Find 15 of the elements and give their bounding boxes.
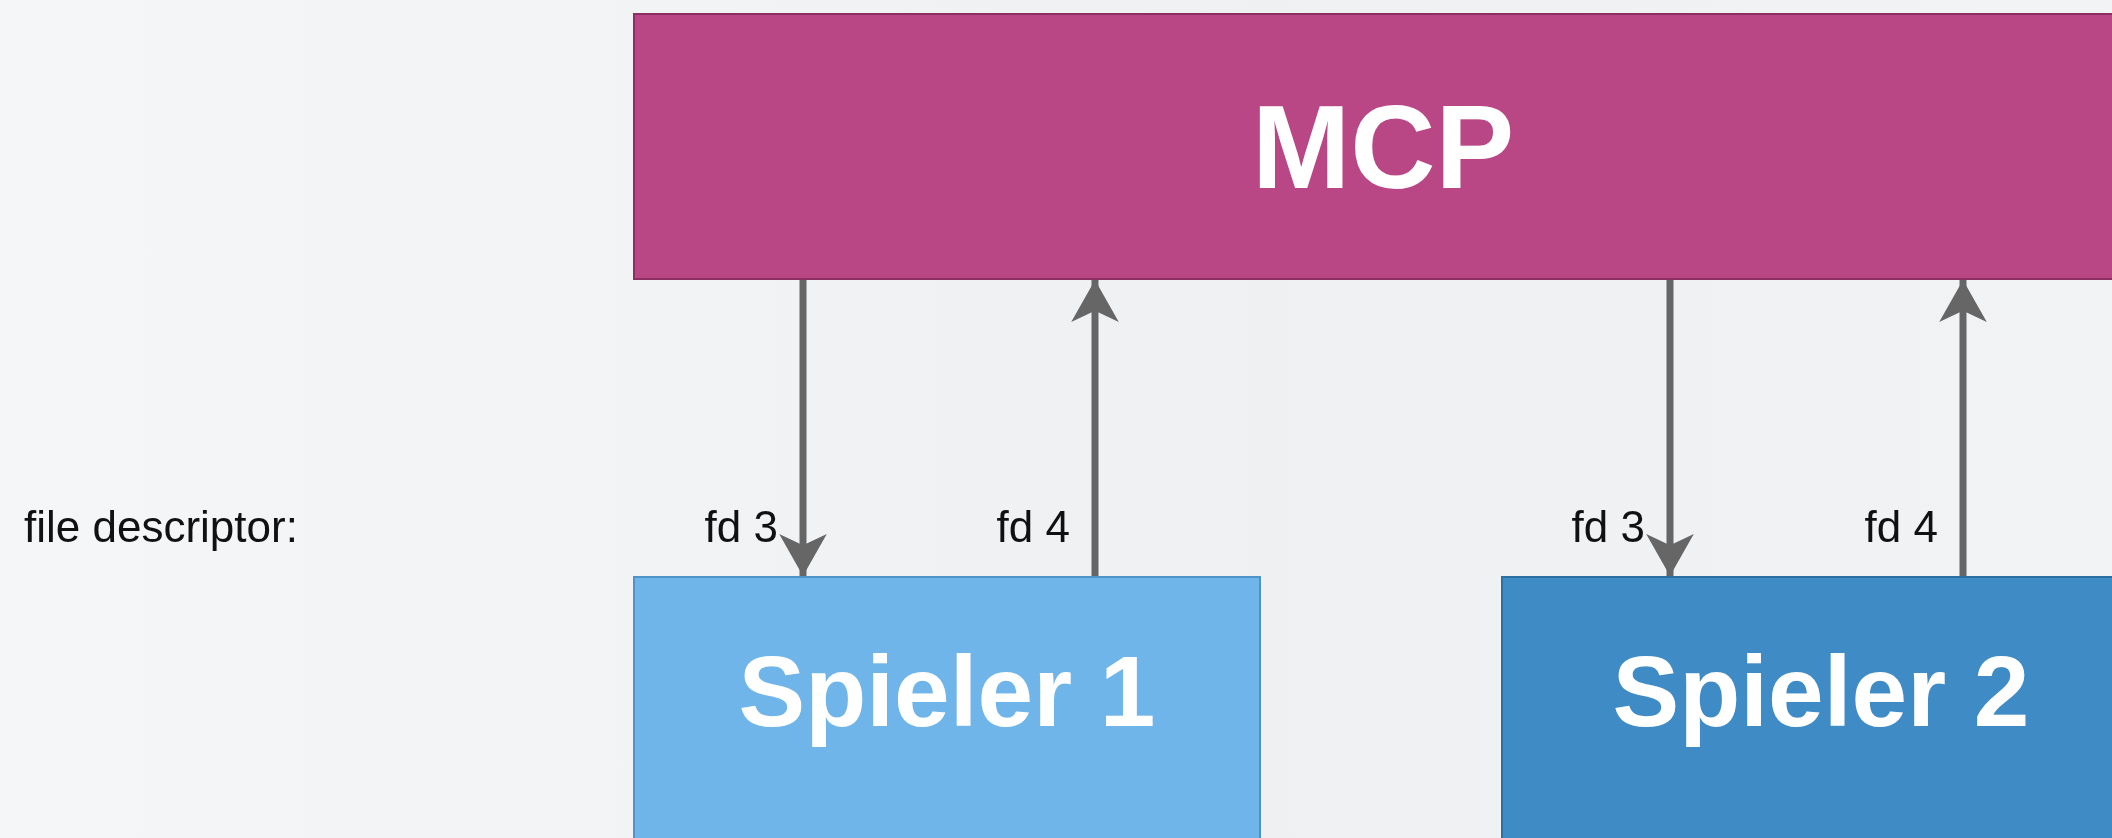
note-label: file descriptor: bbox=[24, 505, 298, 549]
box-title: Spieler 2 bbox=[1612, 633, 2030, 749]
box-title: Spieler 1 bbox=[738, 633, 1156, 749]
box-title: MCP bbox=[1251, 79, 1515, 215]
edge-label: fd 3 bbox=[703, 505, 778, 549]
arrow bbox=[1939, 280, 1987, 576]
player-box bbox=[1501, 576, 2112, 838]
arrow bbox=[779, 280, 827, 576]
arrow bbox=[1646, 280, 1694, 576]
player-box bbox=[633, 576, 1261, 838]
arrow bbox=[1071, 280, 1119, 576]
edge-label: fd 4 bbox=[1863, 505, 1938, 549]
edge-label: fd 4 bbox=[995, 505, 1070, 549]
edge-label: fd 3 bbox=[1570, 505, 1645, 549]
mcp-box bbox=[633, 13, 2112, 280]
